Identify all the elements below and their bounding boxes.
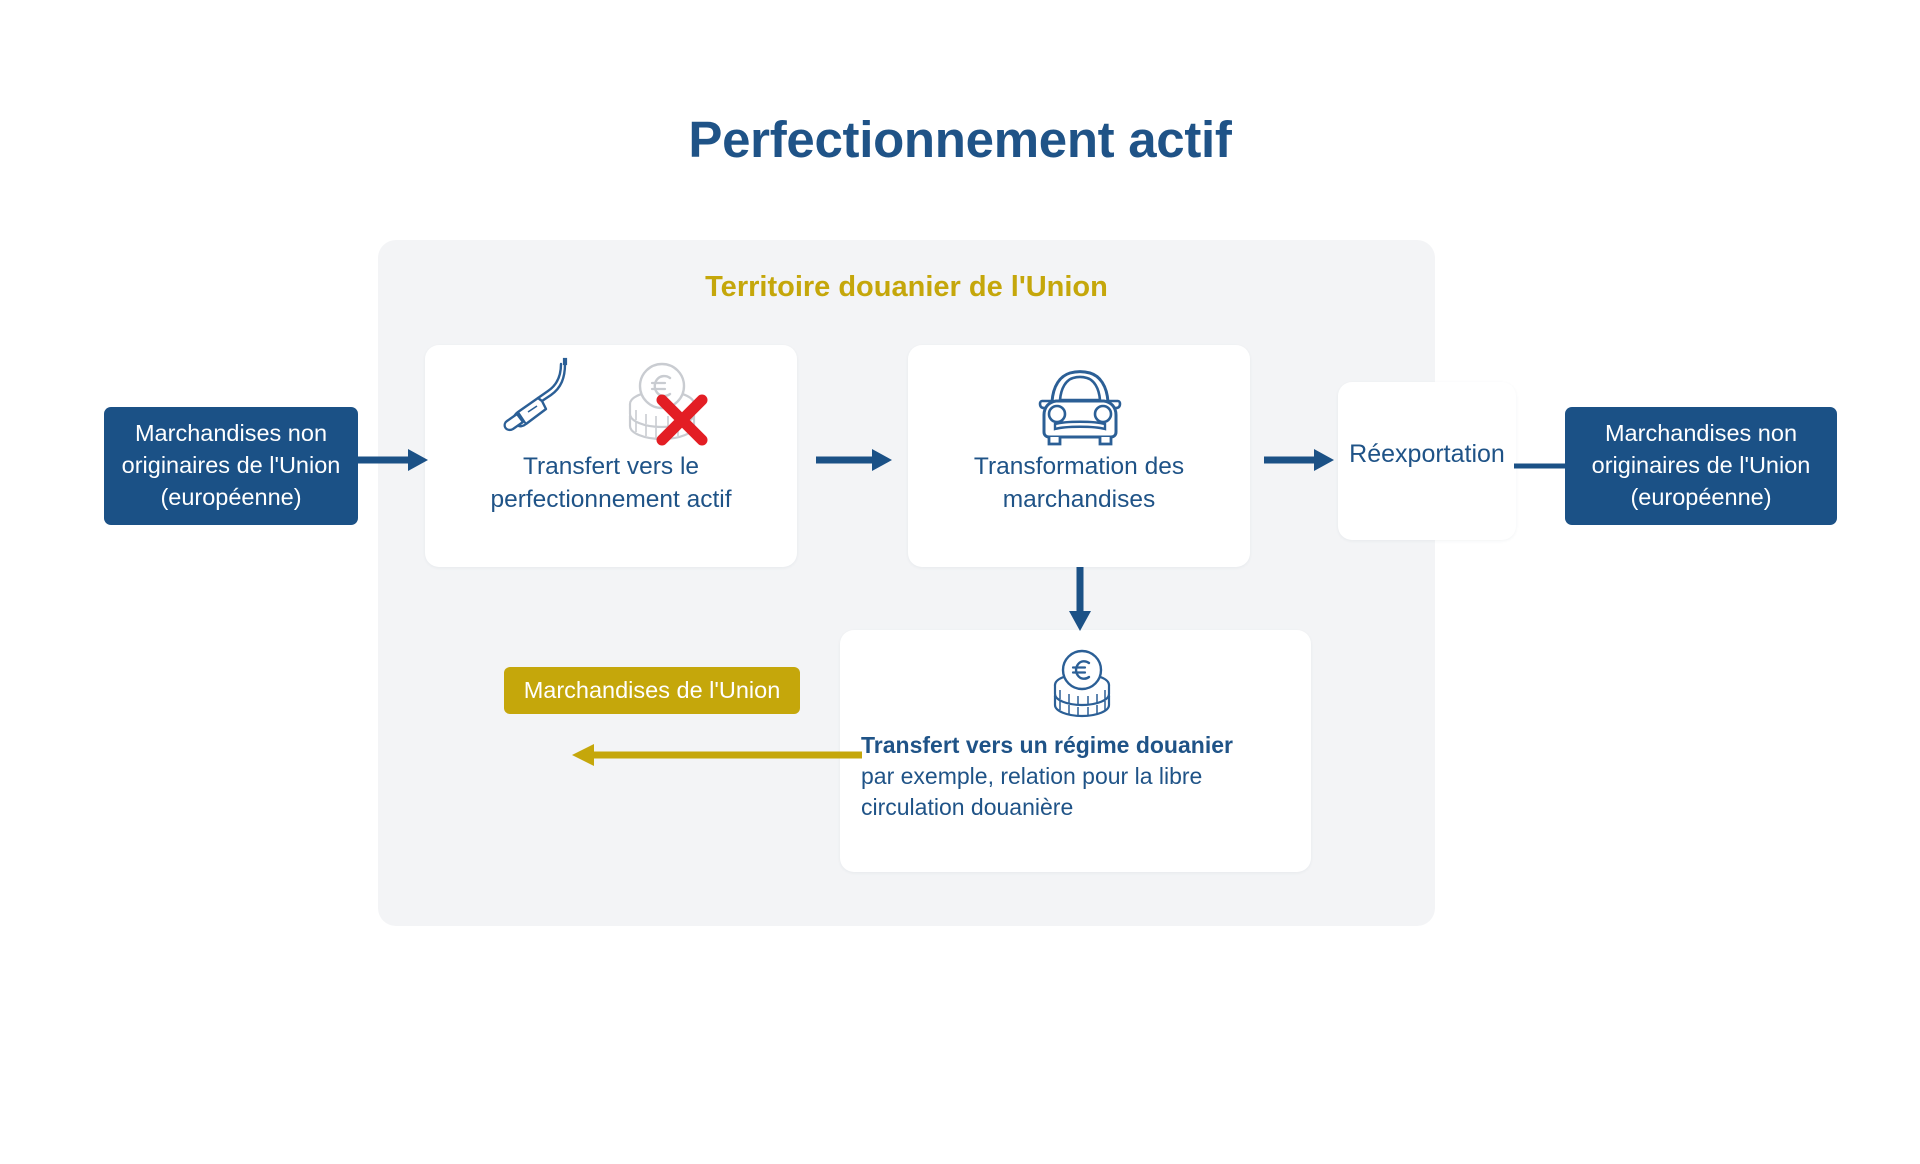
connector-reexport-to-output <box>1514 458 1570 476</box>
handpiece-tool-icon <box>487 352 587 437</box>
input-goods-box: Marchandises non originaires de l'Union … <box>104 407 358 525</box>
coins-euro-icon <box>1048 648 1120 729</box>
arrow-transfert-to-transformation <box>816 444 894 481</box>
card-reexportation <box>1338 382 1516 540</box>
page-title: Perfectionnement actif <box>688 111 1232 168</box>
card-regime-line1: par exemple, relation pour la libre <box>861 763 1203 790</box>
card-transformation-label: Transformation des marchandises <box>973 453 1185 514</box>
union-goods-badge: Marchandises de l'Union <box>504 667 800 714</box>
card-regime-title: Transfert vers un régime douanier <box>861 732 1233 758</box>
arrow-transformation-to-regime <box>1064 567 1096 638</box>
card-reexportation-label: Réexportation <box>1349 440 1505 468</box>
arrow-left-to-transfert <box>356 444 430 481</box>
card-regime-line2: circulation douanière <box>861 794 1074 821</box>
card-regime-text: Transfert vers un régime douanier par ex… <box>861 730 1291 823</box>
card-transfert-perfectionnement <box>425 345 797 567</box>
arrow-regime-to-union-goods <box>566 740 862 775</box>
arrow-transformation-to-reexport <box>1264 444 1336 481</box>
red-cross-icon <box>654 392 710 453</box>
output-goods-box: Marchandises non originaires de l'Union … <box>1565 407 1837 525</box>
card-transfert-label: Transfert vers le perfectionnement actif <box>490 453 732 514</box>
car-front-icon <box>1022 360 1138 455</box>
territory-title: Territoire douanier de l'Union <box>705 271 1108 303</box>
